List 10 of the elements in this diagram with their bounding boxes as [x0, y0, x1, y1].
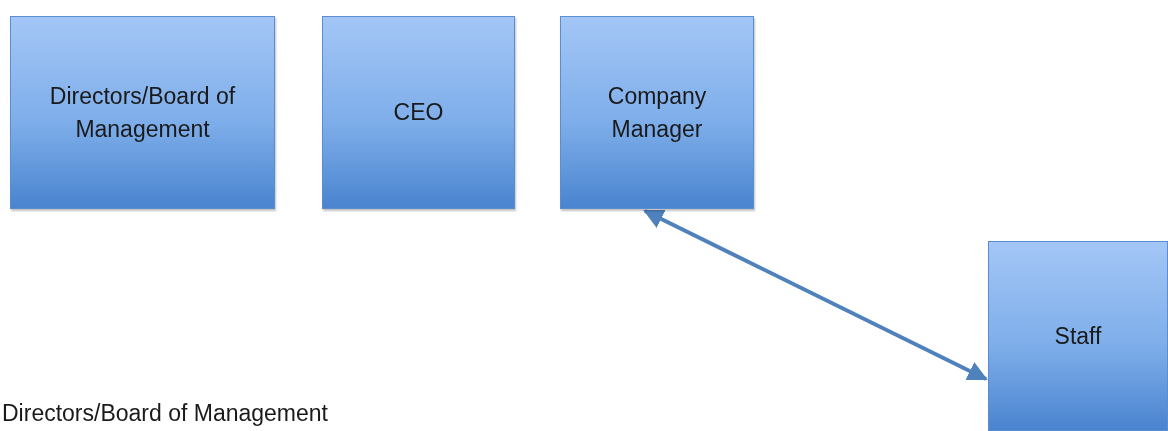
note-text: Directors/Board of Management	[2, 400, 328, 427]
box-label: Directors/Board of Management	[48, 82, 237, 144]
org-box	[560, 16, 754, 209]
org-box	[10, 16, 275, 209]
box-label: Company Manager	[606, 82, 708, 144]
double-arrow	[643, 209, 988, 381]
box-label: CEO	[393, 98, 444, 128]
box-label: Staff	[1054, 321, 1102, 351]
org-box	[322, 16, 515, 209]
org-box	[988, 241, 1168, 431]
